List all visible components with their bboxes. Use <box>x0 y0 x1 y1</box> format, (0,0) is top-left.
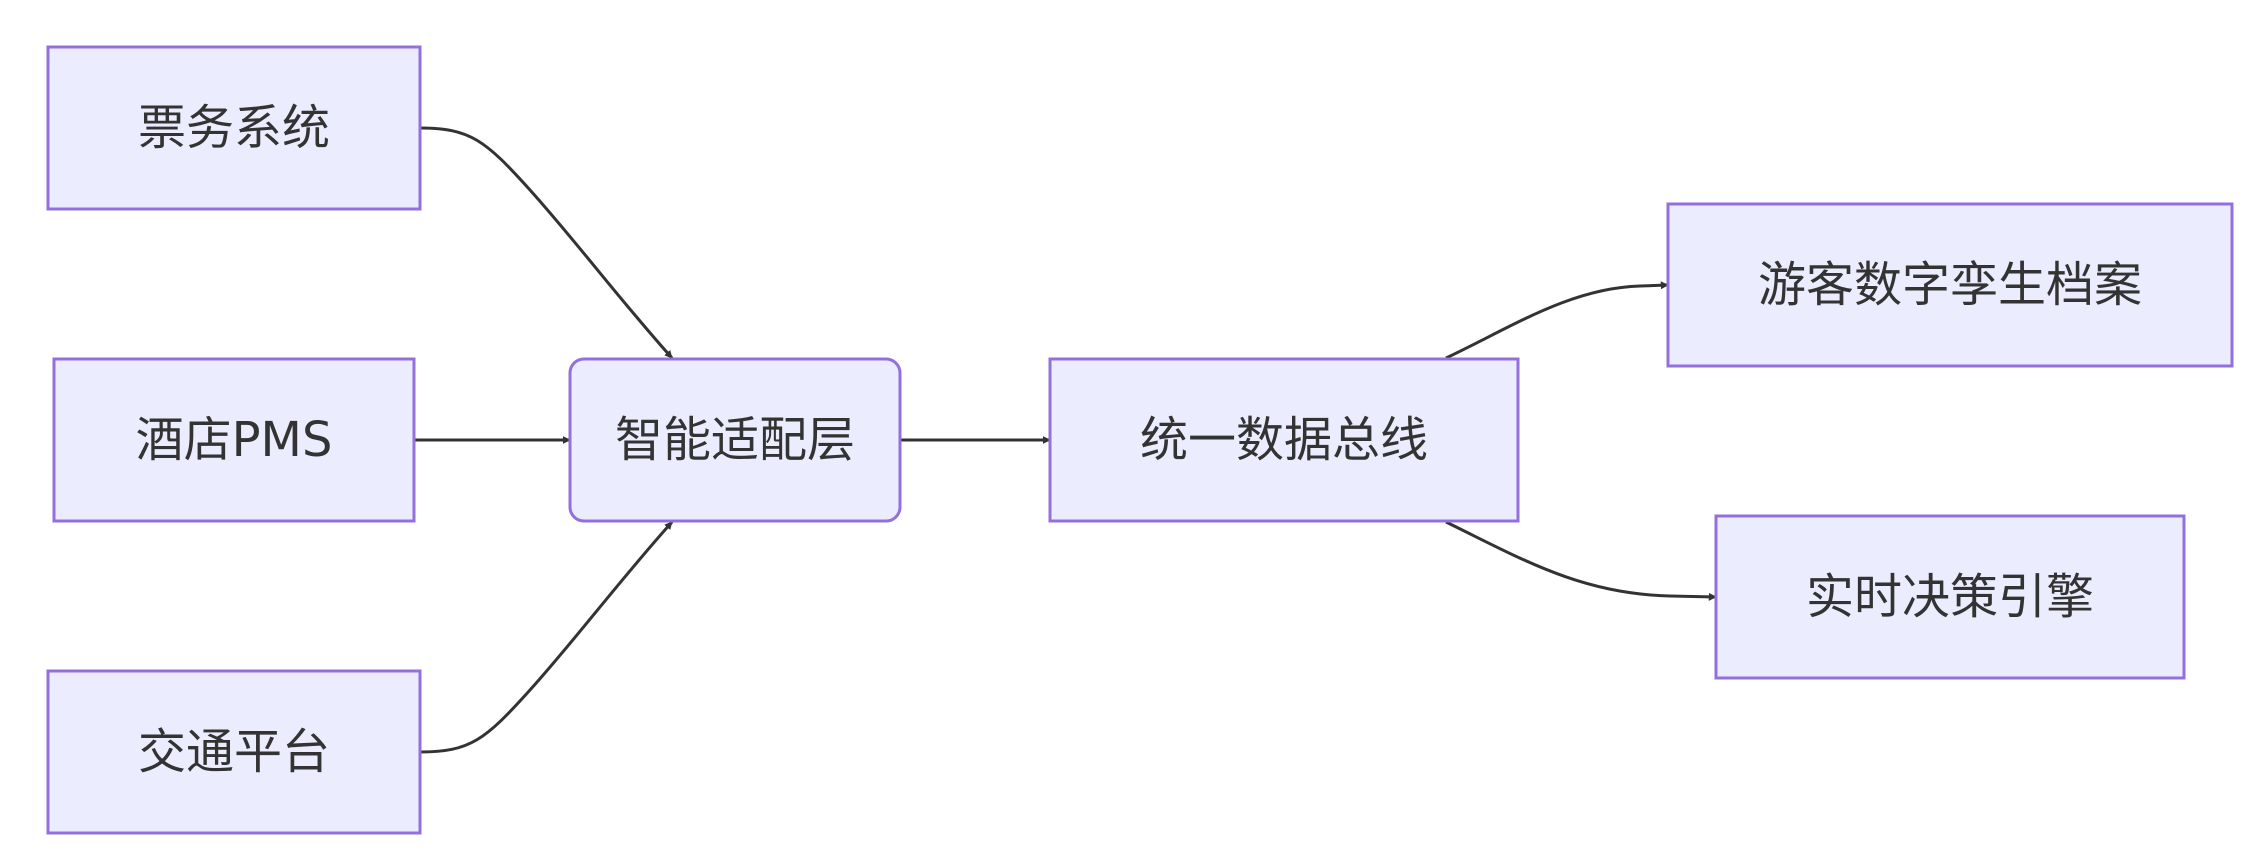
edges <box>414 126 1717 754</box>
node-transport-platform: 交通平台 <box>46 669 422 835</box>
edge-bus-to-engine <box>1445 520 1717 601</box>
node-label: 酒店PMS <box>136 412 333 468</box>
edge-bus-to-twin <box>1445 281 1669 360</box>
node-ticketing-system: 票务系统 <box>46 45 422 211</box>
node-box <box>568 357 902 523</box>
node-label: 智能适配层 <box>615 412 855 468</box>
node-realtime-decision-engine: 实时决策引擎 <box>1714 514 2186 680</box>
node-box <box>52 357 416 523</box>
node-label: 票务系统 <box>138 100 330 156</box>
node-box <box>1714 514 2186 680</box>
node-label: 交通平台 <box>138 724 330 780</box>
node-smart-adapter-layer: 智能适配层 <box>568 357 902 523</box>
node-hotel-pms: 酒店PMS <box>52 357 416 523</box>
node-unified-data-bus: 统一数据总线 <box>1048 357 1520 523</box>
node-box <box>46 669 422 835</box>
node-box <box>1666 202 2234 368</box>
edge-transport-to-adapter <box>419 520 674 754</box>
node-box <box>46 45 422 211</box>
node-label: 实时决策引擎 <box>1806 569 2094 625</box>
node-label: 游客数字孪生档案 <box>1758 257 2142 313</box>
node-visitor-digital-twin: 游客数字孪生档案 <box>1666 202 2234 368</box>
node-label: 统一数据总线 <box>1140 412 1428 468</box>
node-box <box>1048 357 1520 523</box>
edge-ticketing-to-adapter <box>419 126 674 360</box>
